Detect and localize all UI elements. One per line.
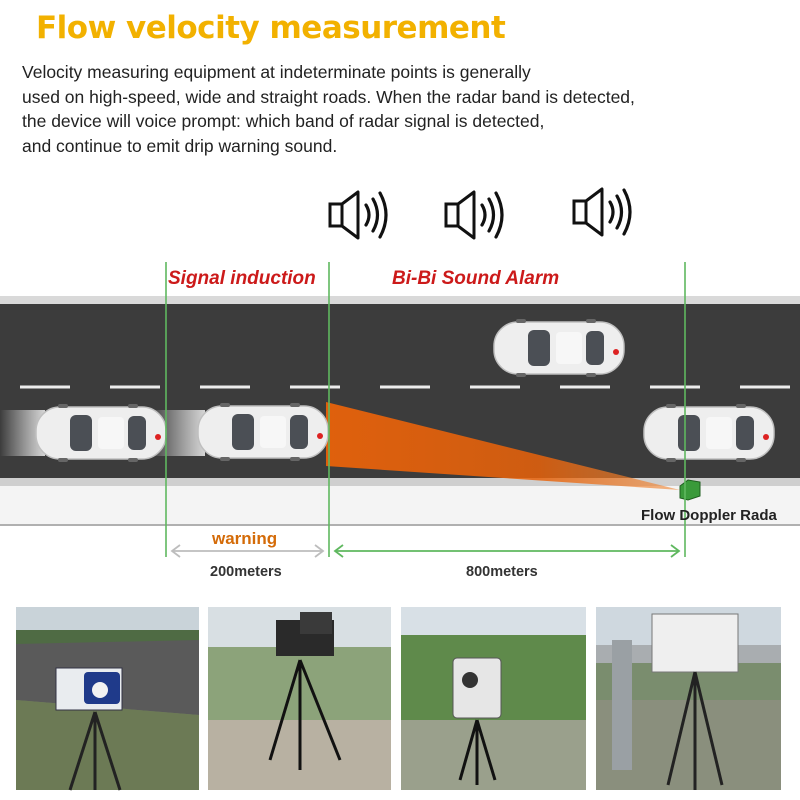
photo-guardrail-radar [596,607,781,790]
description: Velocity measuring equipment at indeterm… [22,60,635,158]
car [643,403,775,463]
distance-800-label: 800meters [466,564,538,580]
car [35,403,167,463]
car [493,318,625,378]
signal-induction-label: Signal induction [168,268,316,289]
car [197,402,329,462]
speaker-icon [444,190,504,240]
photo-roadside-radar [16,607,199,791]
distance-200-label: 200meters [210,564,282,580]
description-line: and continue to emit drip warning sound. [22,135,338,156]
photo-tripod-radar-2 [401,607,586,790]
speaker-icon [328,190,388,240]
description-line: Velocity measuring equipment at indeterm… [22,62,531,82]
speaker-icon [572,187,632,237]
radar-label: Flow Doppler Rada [641,507,777,524]
sound-alarm-label: Bi-Bi Sound Alarm [392,268,560,289]
page-title: Flow velocity measurement [36,10,506,46]
radar-beam [326,402,680,490]
distance-arrow-800 [333,544,681,558]
distance-arrow-200 [170,544,325,558]
photo-tripod-radar-1 [208,607,391,790]
description-line: the device will voice prompt: which band… [22,111,545,131]
guide-lines [165,262,686,557]
warning-label: warning [212,529,278,548]
description-line: used on high-speed, wide and straight ro… [22,86,635,107]
